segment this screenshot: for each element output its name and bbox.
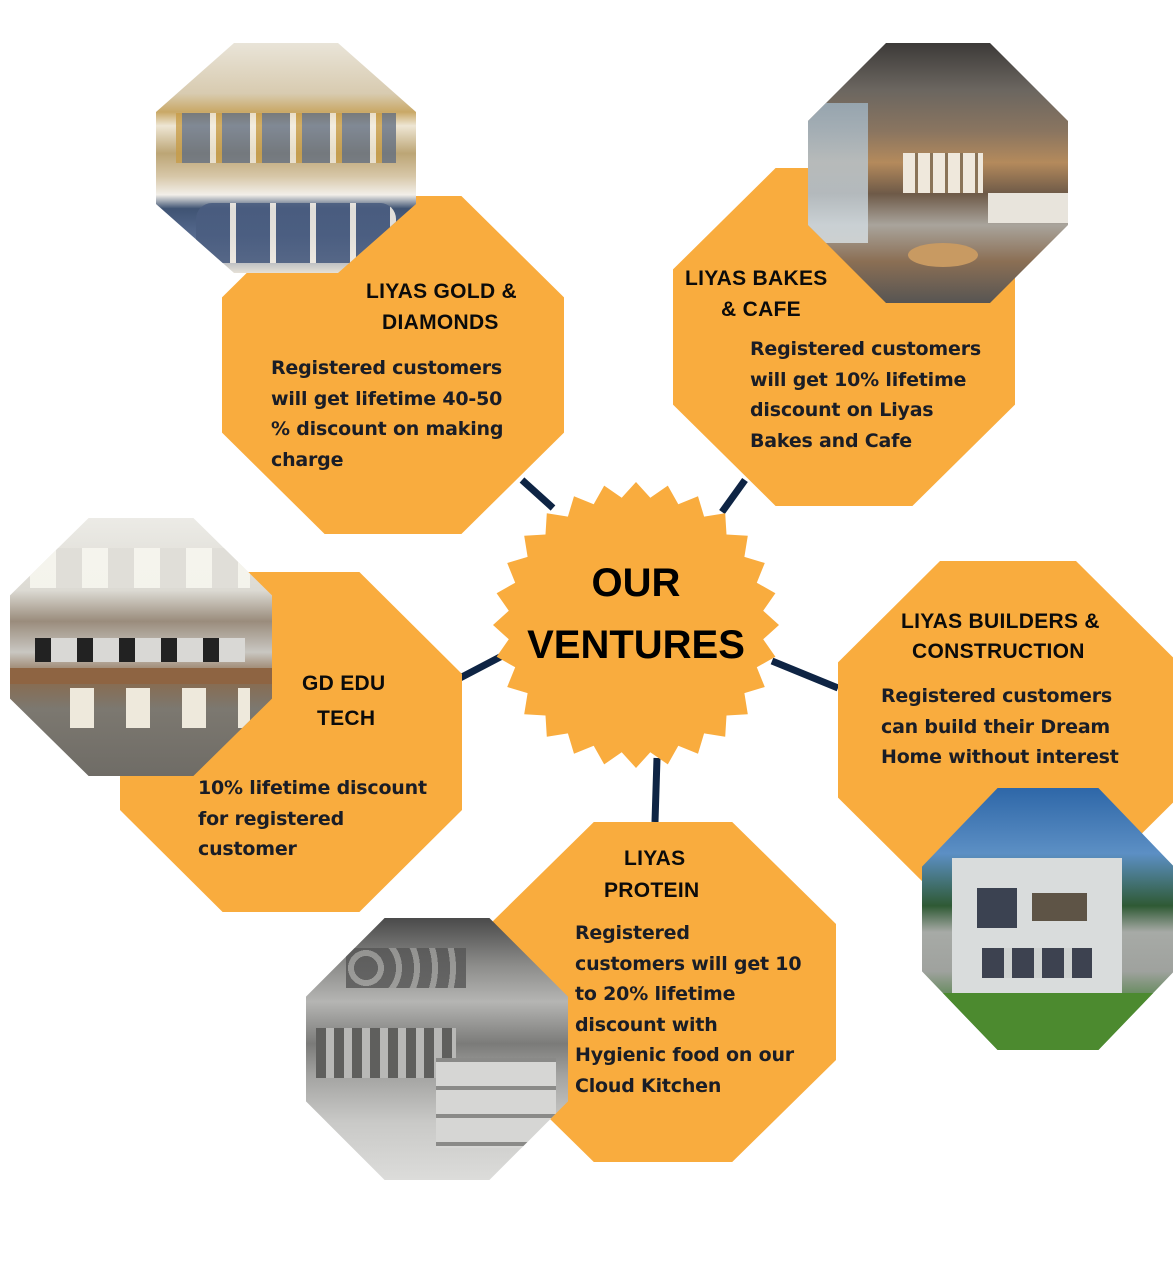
venture-title: LIYAS GOLD &	[366, 280, 518, 303]
venture-title: DIAMONDS	[382, 311, 499, 334]
venture-description: Registered customers will get 10 to 20% …	[575, 922, 802, 1097]
cafe-interior-photo	[808, 43, 1068, 303]
jewellery-showroom-photo	[156, 43, 416, 273]
venture-title: PROTEIN	[604, 879, 700, 902]
commercial-kitchen-photo	[306, 918, 568, 1180]
venture-title: LIYAS BUILDERS &	[901, 610, 1100, 633]
venture-title: & CAFE	[721, 298, 801, 321]
modern-house-photo	[922, 788, 1173, 1050]
venture-title: CONSTRUCTION	[912, 640, 1085, 663]
venture-title: LIYAS BAKES	[685, 267, 828, 290]
our-ventures-starburst	[493, 482, 779, 768]
venture-description: Registered customers will get 10% lifeti…	[750, 338, 981, 452]
connector-builders	[770, 657, 840, 692]
office-workspace-photo	[10, 518, 272, 776]
venture-description: Registered customers will get lifetime 4…	[271, 357, 504, 471]
venture-title: LIYAS	[624, 847, 686, 870]
connector-protein	[651, 757, 661, 823]
center-heading: OUR VENTURES	[527, 561, 745, 667]
connector-edutech	[458, 652, 504, 682]
venture-title: TECH	[317, 707, 376, 730]
connector-gold	[519, 477, 556, 511]
venture-description: 10% lifetime discount for registered cus…	[198, 777, 427, 860]
venture-title: GD EDU	[302, 672, 386, 695]
connector-bakes	[719, 477, 748, 515]
venture-description: Registered customers can build their Dre…	[881, 685, 1119, 768]
